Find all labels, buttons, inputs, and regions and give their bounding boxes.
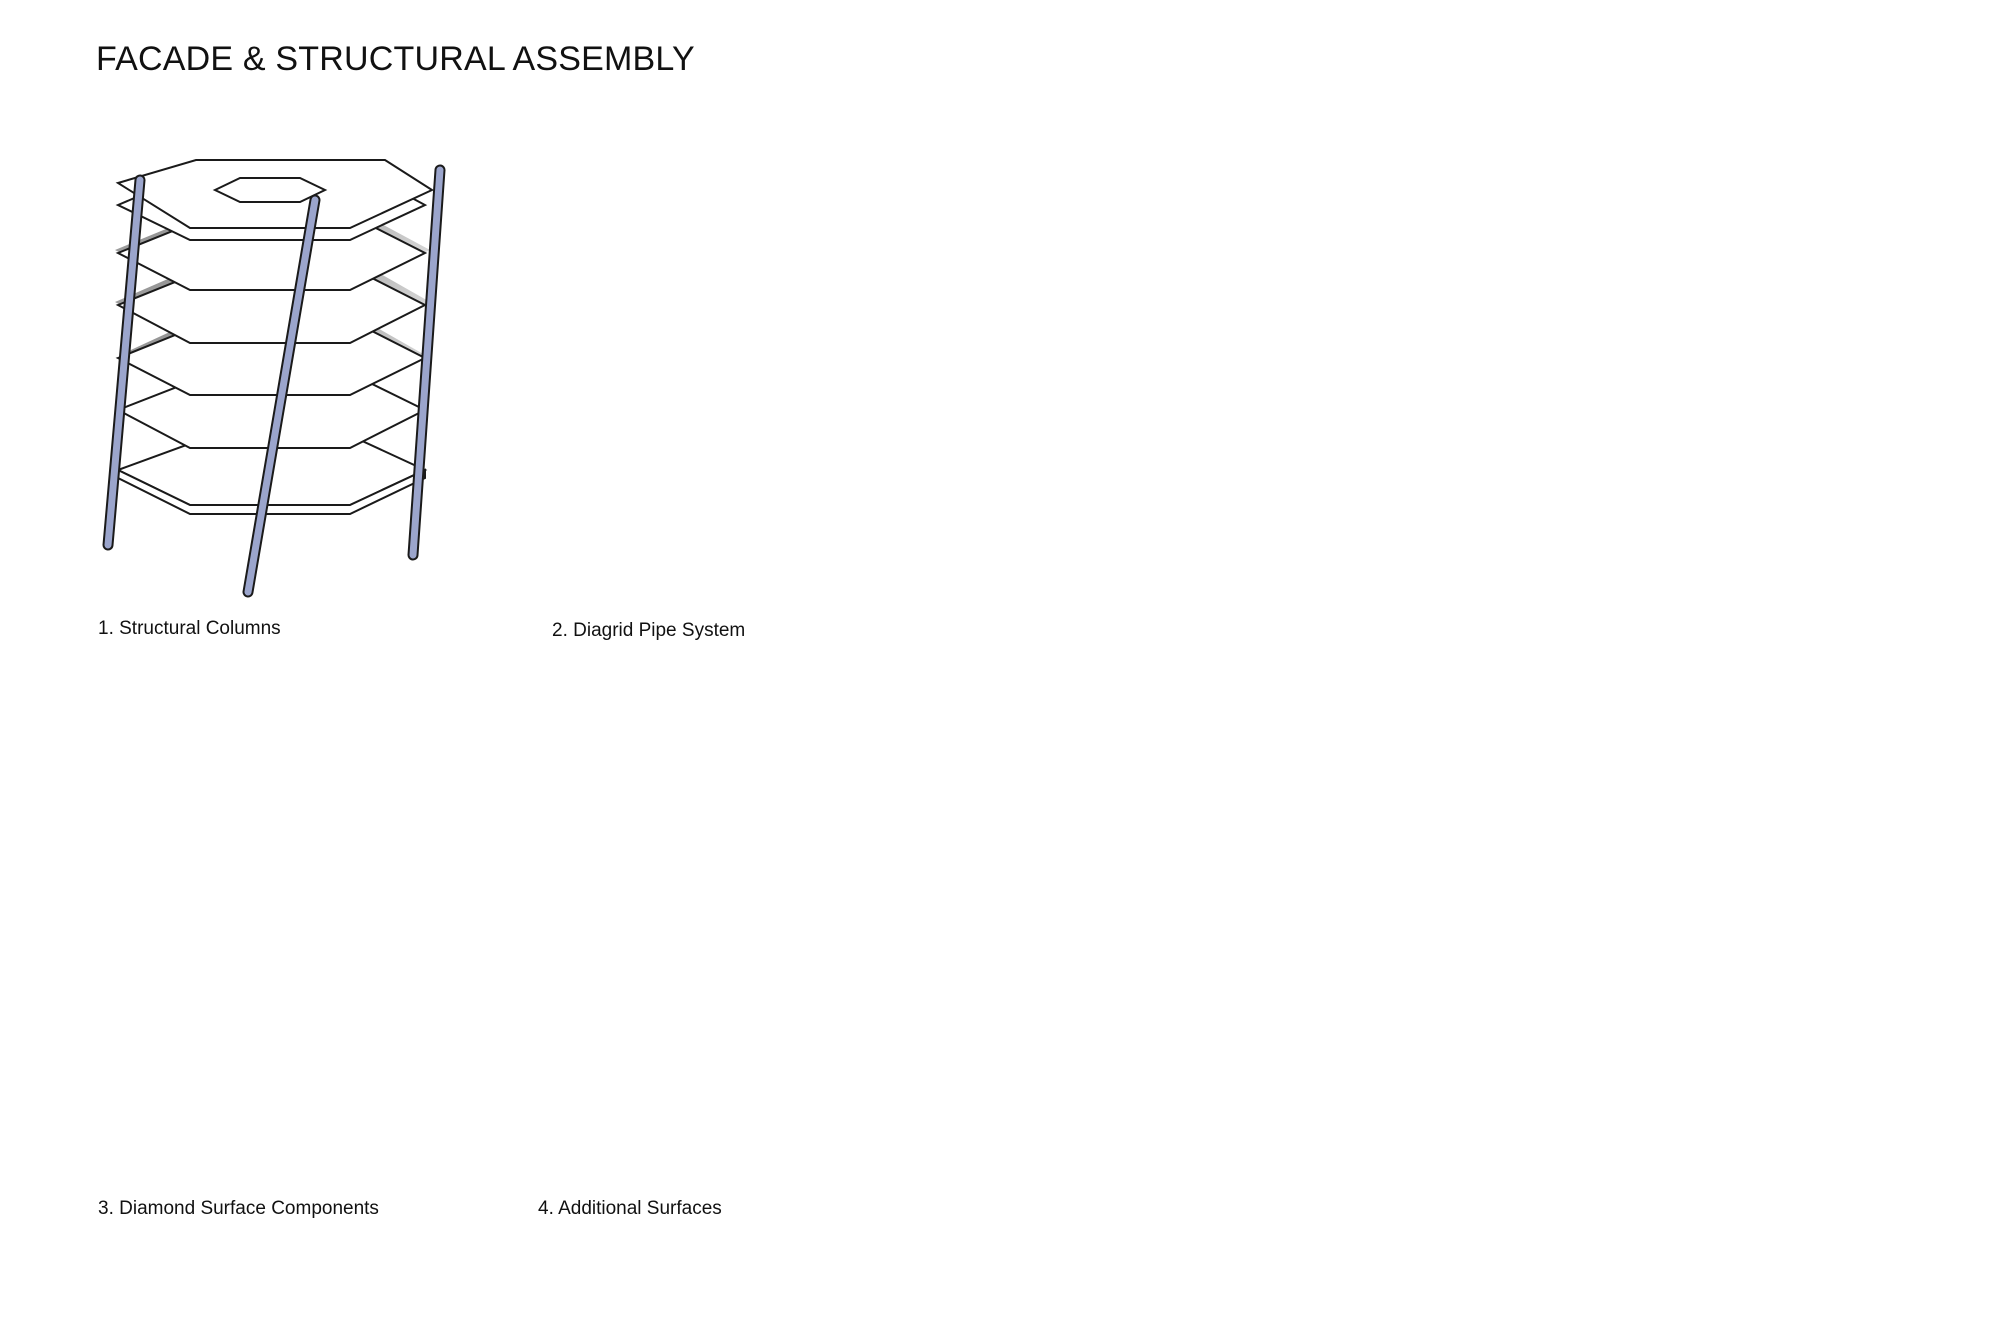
step-3-caption: 3. Diamond Surface Components (98, 1198, 379, 1219)
step-1-structural-columns-drawing (102, 159, 446, 598)
step-2-caption: 2. Diagrid Pipe System (552, 620, 746, 641)
step-1-caption: 1. Structural Columns (98, 618, 281, 639)
floor-slabs (115, 159, 435, 515)
sheet-title: FACADE & STRUCTURAL ASSEMBLY (96, 40, 695, 78)
structural-columns (102, 164, 446, 598)
step-4-caption: 4. Additional Surfaces (538, 1198, 722, 1219)
